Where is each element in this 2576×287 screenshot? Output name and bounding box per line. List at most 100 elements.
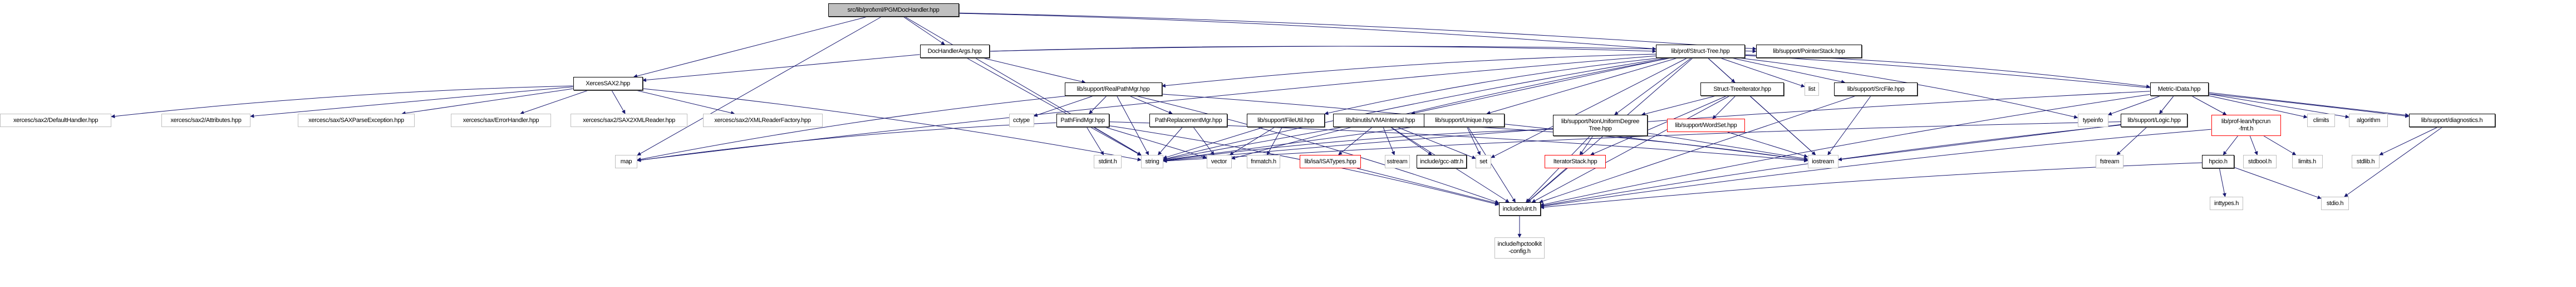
node-logic[interactable]: lib/support/Logic.hpp [2121,114,2187,127]
edge-hfmt-to-stdbool [2249,135,2258,155]
edge-root-to-dha [903,16,945,45]
node-dh: xercesc/sax2/DefaultHandler.hpp [0,114,111,127]
node-spe: xercesc/sax/SAXParseException.hpp [298,114,415,127]
edge-nudt-to-string [1163,129,1554,163]
edge-hfmt-to-limits [2263,135,2297,155]
node-map: map [615,155,637,168]
edge-xs-to-attr [250,86,573,118]
node-xrf: xercesc/sax2/XMLReaderFactory.hpp [702,114,823,127]
edge-rpm-to-map [637,95,1069,162]
edge-uq-to-string [1163,125,1424,162]
node-root[interactable]: src/lib/profxml/PGMDocHandler.hpp [828,3,959,17]
edge-nudt-to-its [1579,135,1594,155]
node-ws[interactable]: lib/support/WordSet.hpp [1667,119,1745,132]
node-uint[interactable]: include/uint.h [1498,202,1541,216]
edge-st-to-rpm [1161,53,1656,88]
edge-prm-to-string [1158,127,1183,155]
edge-root-to-ps [958,12,1757,51]
edge-st-to-sf [1731,57,1846,84]
edge-hpcio-to-inttypes [2219,168,2226,197]
node-hfmt[interactable]: lib/prof-lean/hpcrun -fmt.h [2211,115,2281,136]
node-stdio: stdio.h [2321,197,2349,210]
edge-dha-to-string [966,57,1142,156]
edge-pfm-to-stdint [1086,127,1104,155]
node-sf[interactable]: lib/support/SrcFile.hpp [1834,82,1918,96]
edge-diag-to-stdlib [2379,127,2439,155]
edge-hpcio-to-uint [1540,162,2203,210]
node-mid[interactable]: Metric-IData.hpp [2150,82,2209,96]
edge-xs-to-sxr [611,90,626,114]
node-xs[interactable]: XercesSAX2.hpp [573,77,643,90]
node-string: string [1141,155,1163,168]
node-sxr: xercesc/sax2/SAX2XMLReader.hpp [571,114,687,127]
edge-uq-to-set [1467,127,1481,155]
edge-xs-to-spe [401,88,573,115]
edge-ws-to-iostream [1727,132,1808,158]
node-uq[interactable]: lib/support/Unique.hpp [1423,114,1505,127]
node-hpcio[interactable]: hpcio.h [2202,155,2234,168]
edge-hfmt-to-uint [1540,129,2211,208]
edge-sf-to-uint [1539,95,1856,203]
node-fu[interactable]: lib/support/FileUtil.hpp [1247,114,1325,127]
edge-sti-to-nudt [1641,95,1717,116]
edge-hpcio-to-stdio [2234,167,2322,200]
node-typeinfo: typeinfo [2077,114,2108,127]
node-fnmatch: fnmatch.h [1247,155,1280,168]
edge-rpm-to-prm [1129,95,1173,114]
edge-diag-to-stdio [2344,127,2443,197]
edge-st-to-nudt [1614,57,1692,115]
edge-rpm-to-cctype [1033,95,1094,117]
edge-isa-to-uint [1356,168,1500,205]
node-rpm[interactable]: lib/support/RealPathMgr.hpp [1064,82,1162,96]
node-sti[interactable]: Struct-TreeIterator.hpp [1700,82,1784,96]
edge-its-to-uint [1527,168,1568,203]
edge-vma-to-sstream [1383,127,1395,155]
edge-vma-to-gcc [1390,127,1432,155]
edge-mid-to-logic [2159,95,2174,114]
node-diag[interactable]: lib/support/diagnostics.h [2408,114,2495,127]
node-cctype: cctype [1009,114,1034,127]
node-stdint: stdint.h [1094,155,1122,168]
edge-dha-to-rpm [982,57,1086,84]
edge-st-to-vma [1410,57,1670,115]
edge-root-to-map [637,16,882,156]
node-isa[interactable]: lib/isa/ISATypes.hpp [1300,155,1361,168]
node-st[interactable]: lib/prof/Struct-Tree.hpp [1656,45,1745,58]
node-gcc[interactable]: include/gcc-attr.h [1417,155,1467,168]
edge-pfm-to-map [637,122,1056,162]
edge-sti-to-uint [1531,95,1730,203]
edge-xs-to-string [642,88,1142,162]
edge-st-to-set [1491,57,1688,158]
node-list: list [1805,82,1819,96]
edge-xs-to-dh [111,85,573,119]
edge-mid-to-string [1163,91,2150,163]
edge-dha-to-xs [642,54,920,82]
node-fstream: fstream [2096,155,2123,168]
edge-dha-to-ps [989,46,1757,53]
node-nudt[interactable]: lib/support/NonUniformDegree Tree.hpp [1553,115,1648,136]
node-dha[interactable]: DocHandlerArgs.hpp [920,45,990,58]
node-prm[interactable]: PathReplacementMgr.hpp [1149,114,1227,127]
node-pfm[interactable]: PathFindMgr.hpp [1056,114,1109,127]
node-ps[interactable]: lib/support/PointerStack.hpp [1756,45,1862,58]
edge-root-to-st [958,13,1656,51]
edge-mid-to-climits [2208,95,2308,119]
edge-xs-to-xrf [636,90,735,115]
edge-vma-to-isa [1338,127,1373,155]
edge-fu-to-vector [1229,127,1275,155]
edge-vma-to-set [1397,127,1476,159]
node-its[interactable]: IteratorStack.hpp [1545,155,1606,168]
edge-rpm-to-pfm [1089,95,1107,114]
edge-st-to-list [1720,57,1805,87]
edge-prm-to-vector [1193,127,1215,155]
edge-mid-to-diag [2208,92,2410,117]
edge-logic-to-string [1163,121,2121,163]
edge-sti-to-ws [1712,95,1736,119]
node-vma[interactable]: lib/binutils/VMAInterval.hpp [1333,114,1428,127]
edge-nudt-to-iostream [1647,133,1808,160]
edge-xs-to-eh [520,90,589,115]
node-algorithm: algorithm [2349,114,2388,127]
edge-logic-to-fstream [2116,127,2147,155]
edge-hfmt-to-hpcio [2223,135,2238,155]
edge-st-to-diag [1744,55,2410,118]
